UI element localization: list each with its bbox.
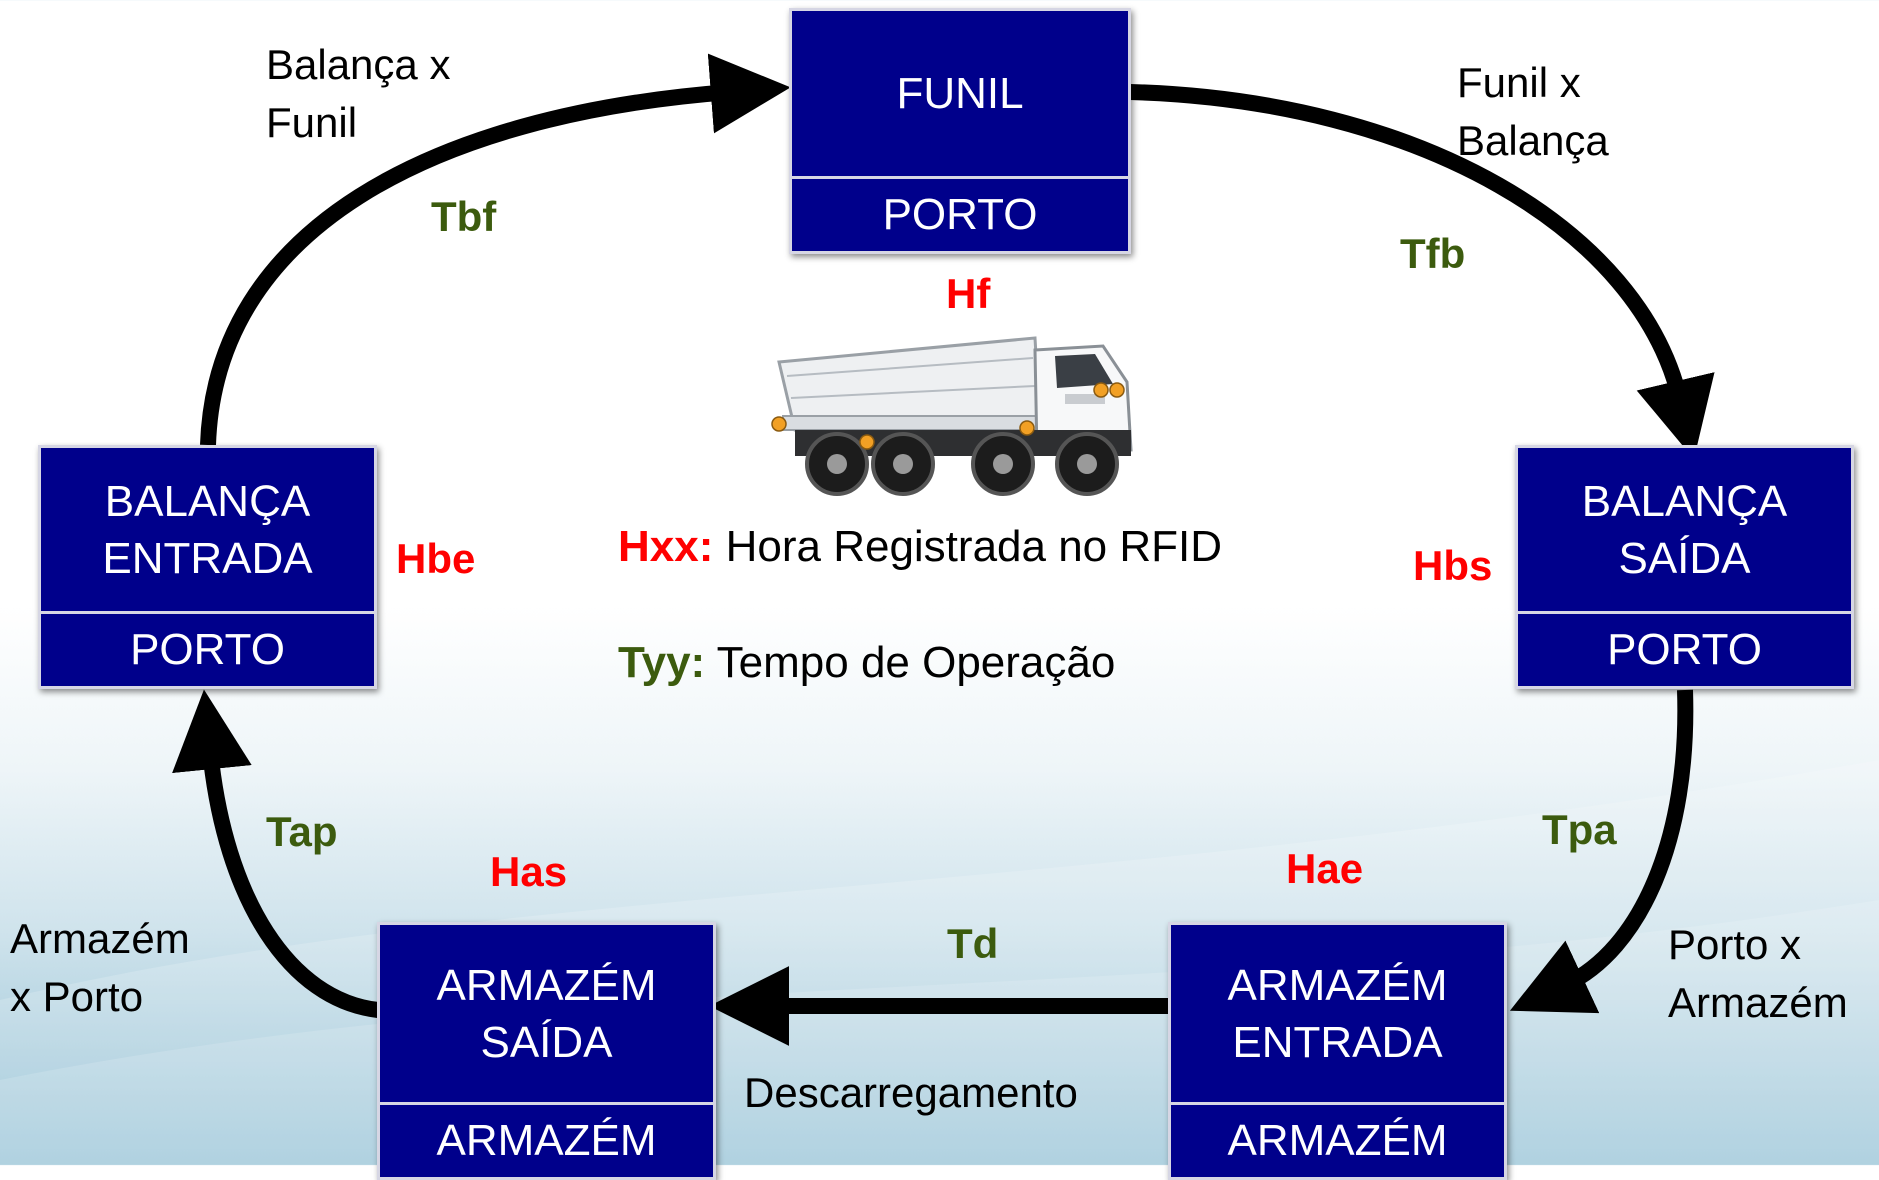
arrow-porto-to-armazem xyxy=(1509,689,1694,1014)
legend-time-key: Tyy: xyxy=(618,638,706,687)
node-armazem-saida: ARMAZÉM SAÍDA ARMAZÉM xyxy=(377,922,716,1180)
time-label-tpa: Tpa xyxy=(1542,806,1617,853)
node-funil-location: PORTO xyxy=(792,176,1128,251)
hour-label-hf: Hf xyxy=(946,270,991,317)
node-armazem-entrada: ARMAZÉM ENTRADA ARMAZÉM xyxy=(1168,922,1507,1180)
node-balanca-entrada: BALANÇA ENTRADA PORTO xyxy=(38,445,377,689)
legend-time: Tyy: Tempo de Operação xyxy=(618,638,1115,688)
arrow-armazem-to-porto xyxy=(172,689,380,1018)
hour-label-has: Has xyxy=(490,848,568,895)
node-balanca-saida-location: PORTO xyxy=(1518,611,1851,686)
node-armazem-saida-location: ARMAZÉM xyxy=(380,1102,713,1177)
legend-hour-text: Hora Registrada no RFID xyxy=(713,522,1223,571)
node-funil-name: FUNIL xyxy=(896,69,1024,118)
time-label-tfb: Tfb xyxy=(1400,230,1466,277)
node-armazem-entrada-name: ARMAZÉM ENTRADA xyxy=(1227,960,1448,1067)
node-balanca-entrada-location: PORTO xyxy=(41,611,374,686)
arrow-funil-to-balanca xyxy=(1129,84,1715,460)
node-balanca-entrada-name: BALANÇA ENTRADA xyxy=(102,476,313,583)
hour-label-hbe: Hbe xyxy=(396,535,476,582)
node-balanca-saida-name: BALANÇA SAÍDA xyxy=(1581,476,1788,583)
edge-label-porto-armazem: Porto x Armazém xyxy=(1668,921,1848,1026)
edge-label-armazem-porto: Armazém x Porto xyxy=(10,915,190,1020)
legend-time-text: Tempo de Operação xyxy=(705,638,1116,687)
legend-hour-key: Hxx: xyxy=(618,522,714,571)
hour-label-hbs: Hbs xyxy=(1413,542,1493,589)
edge-label-funil-balanca: Funil x Balança xyxy=(1457,59,1609,164)
arrow-balanca-to-funil xyxy=(200,53,791,446)
node-armazem-saida-name: ARMAZÉM SAÍDA xyxy=(436,960,657,1067)
legend-hour: Hxx: Hora Registrada no RFID xyxy=(618,522,1222,572)
time-label-td: Td xyxy=(947,920,999,967)
node-armazem-entrada-location: ARMAZÉM xyxy=(1171,1102,1504,1177)
node-funil: FUNIL PORTO xyxy=(789,8,1131,254)
edge-label-descarregamento: Descarregamento xyxy=(744,1069,1078,1116)
dump-truck-icon xyxy=(771,336,1133,496)
time-label-tbf: Tbf xyxy=(431,193,497,240)
time-label-tap: Tap xyxy=(266,808,338,855)
edge-label-balanca-funil: Balança x Funil xyxy=(266,41,451,146)
hour-label-hae: Hae xyxy=(1286,845,1364,892)
node-balanca-saida: BALANÇA SAÍDA PORTO xyxy=(1515,445,1854,689)
